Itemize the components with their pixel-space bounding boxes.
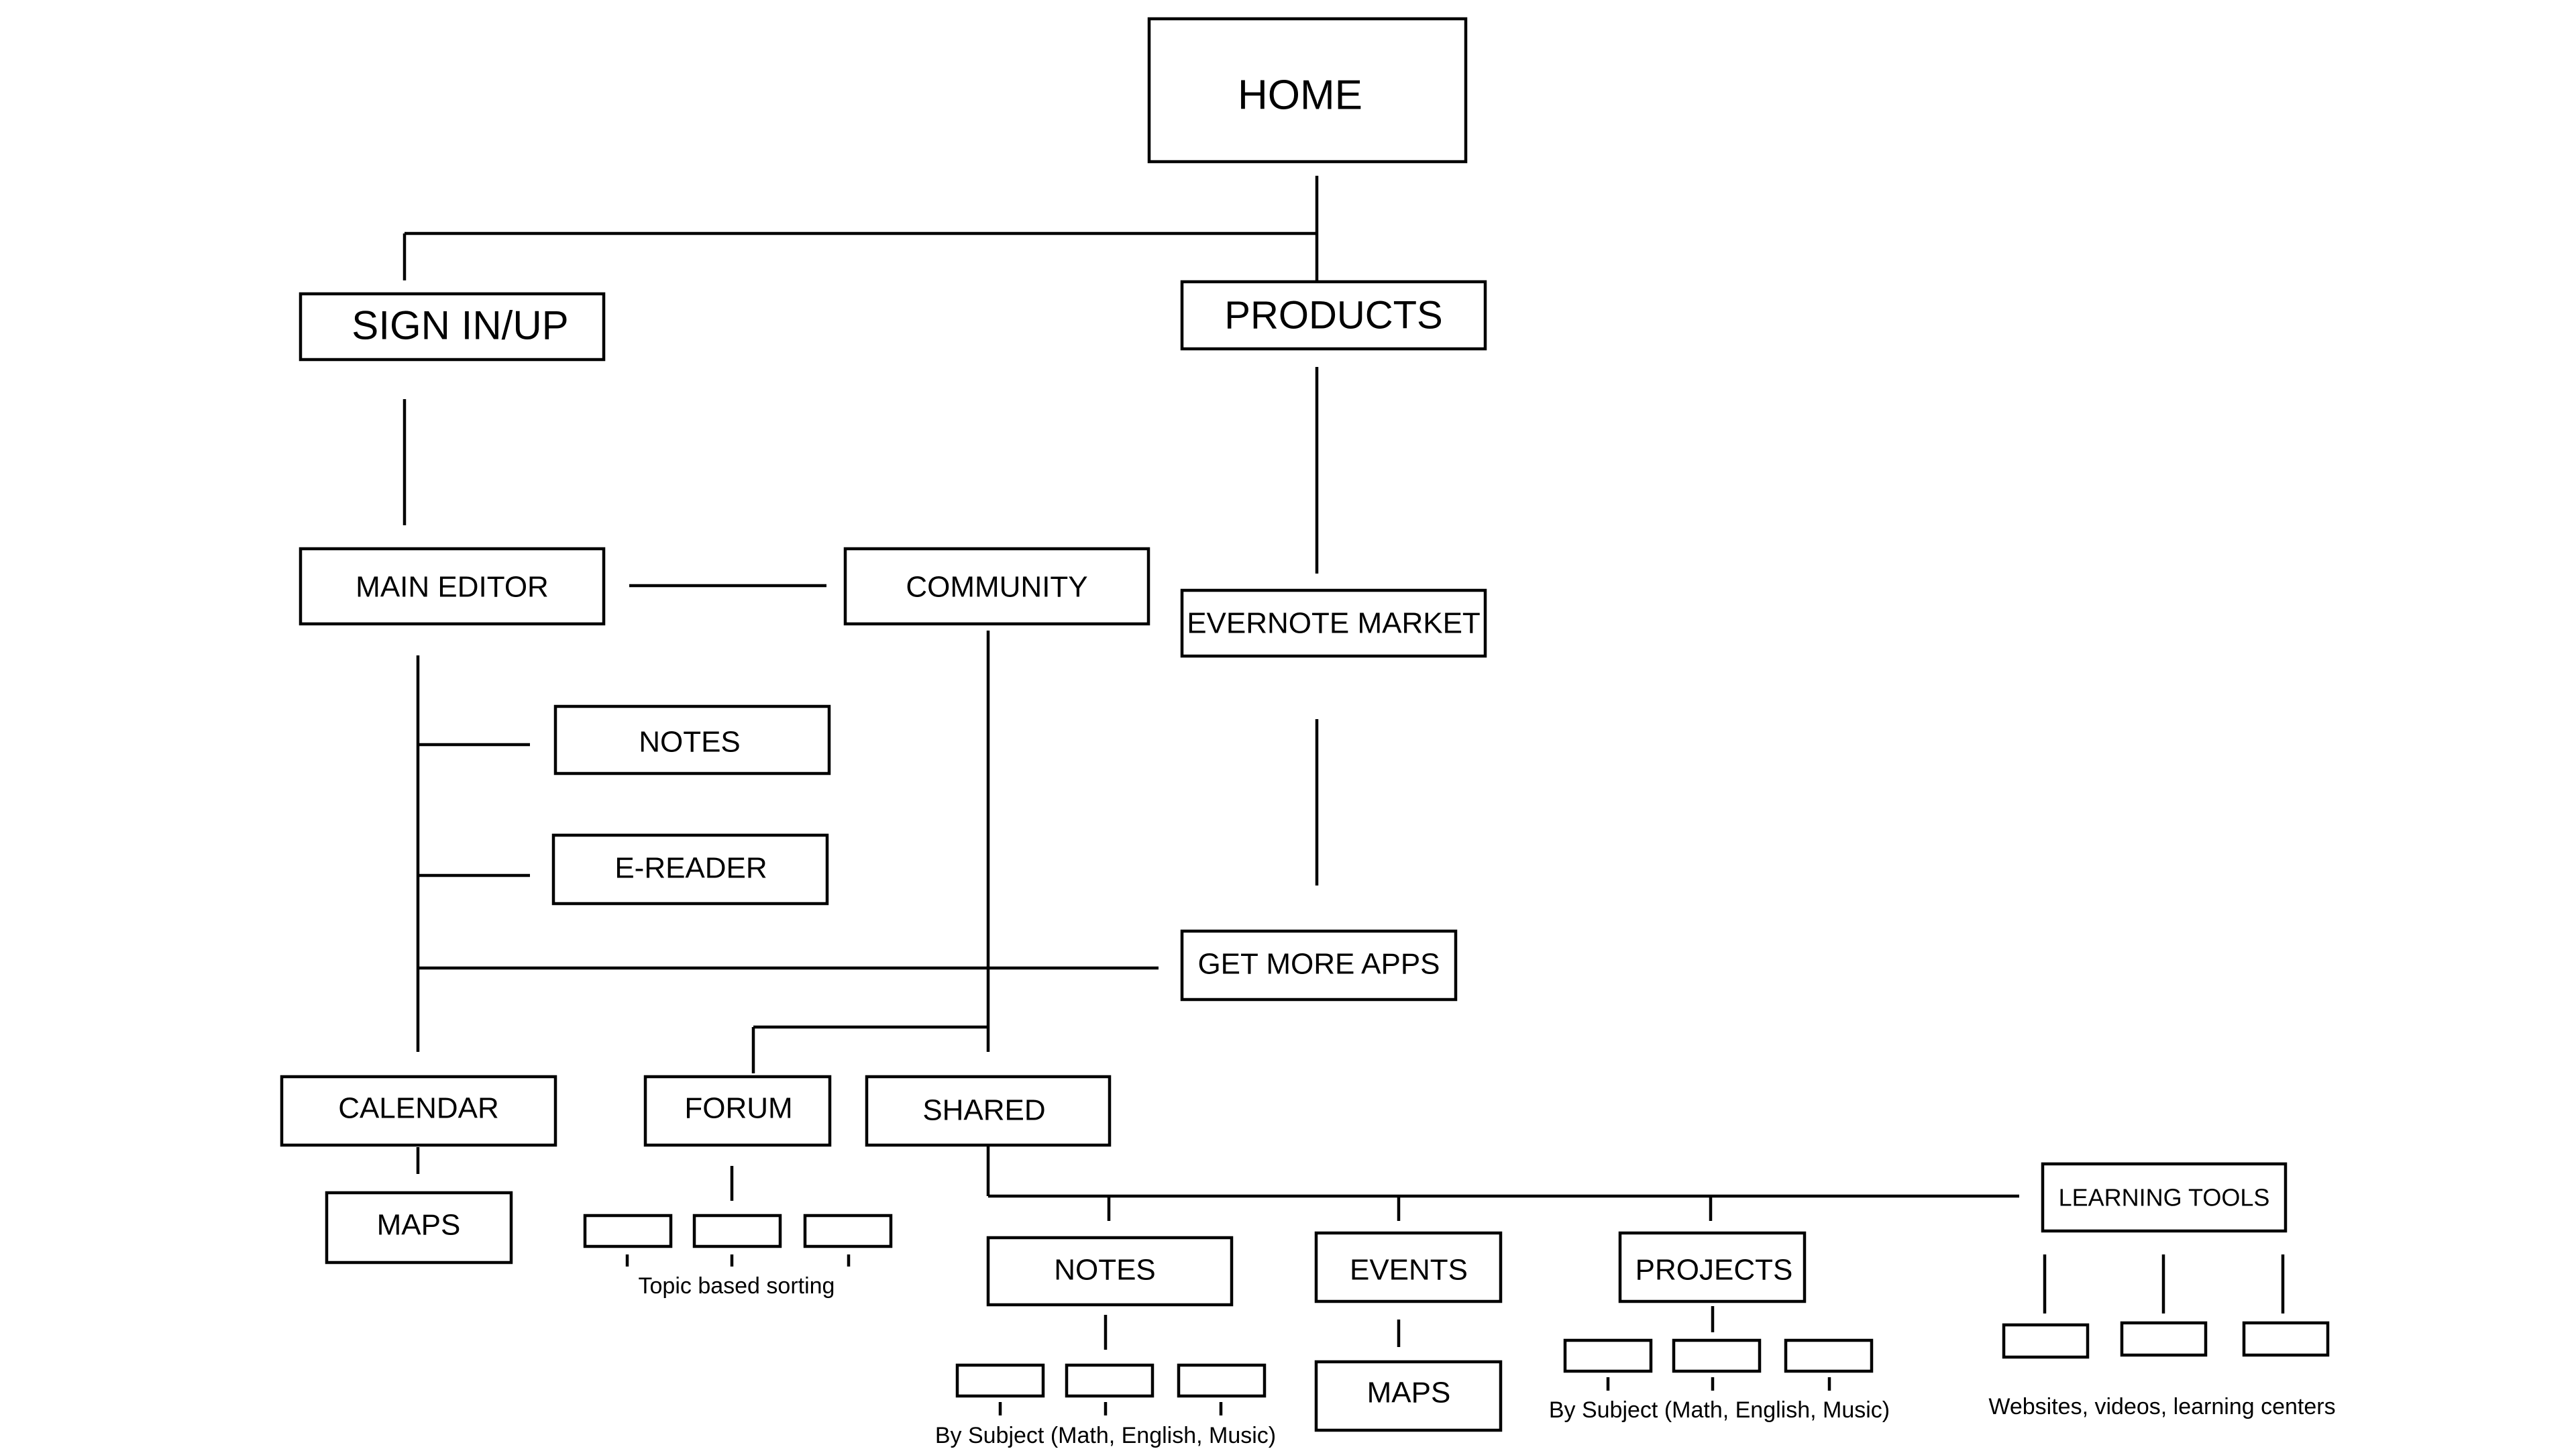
- notes-placeholder-boxes: [955, 1363, 1267, 1398]
- placeholder-box[interactable]: [692, 1214, 782, 1248]
- placeholder-box[interactable]: [2242, 1321, 2330, 1357]
- node-sign-in-up-label: SIGN IN/UP: [352, 303, 568, 348]
- node-events[interactable]: EVENTS: [1314, 1231, 1503, 1303]
- placeholder-box[interactable]: [803, 1214, 893, 1248]
- node-community-label: COMMUNITY: [906, 571, 1087, 604]
- placeholder-box[interactable]: [955, 1363, 1045, 1398]
- node-sign-in-up[interactable]: SIGN IN/UP: [299, 292, 606, 362]
- caption-learning-tools-types: Websites, videos, learning centers: [1988, 1394, 2335, 1419]
- node-shared[interactable]: SHARED: [865, 1075, 1112, 1147]
- node-shared-label: SHARED: [922, 1094, 1045, 1127]
- placeholder-box[interactable]: [1563, 1338, 1653, 1373]
- placeholder-box[interactable]: [2002, 1323, 2090, 1359]
- node-calendar[interactable]: CALENDAR: [280, 1075, 557, 1147]
- node-community[interactable]: COMMUNITY: [843, 547, 1150, 626]
- node-evernote-market[interactable]: EVERNOTE MARKET: [1180, 588, 1487, 658]
- placeholder-box[interactable]: [2120, 1321, 2208, 1357]
- caption-notes-by-subject: By Subject (Math, English, Music): [935, 1423, 1276, 1448]
- node-notes-shared[interactable]: NOTES: [986, 1236, 1234, 1307]
- placeholder-box[interactable]: [1065, 1363, 1155, 1398]
- node-learning-tools-label: LEARNING TOOLS: [2059, 1184, 2270, 1212]
- node-home-label: HOME: [1238, 72, 1362, 119]
- projects-placeholder-boxes: [1563, 1338, 1874, 1373]
- node-learning-tools[interactable]: LEARNING TOOLS: [2041, 1162, 2288, 1233]
- node-projects-label: PROJECTS: [1635, 1254, 1793, 1287]
- node-get-more-apps-label: GET MORE APPS: [1197, 948, 1440, 981]
- caption-forum-sorting: Topic based sorting: [639, 1273, 835, 1299]
- learning-tools-placeholder-boxes: [2002, 1321, 2330, 1359]
- node-notes-label: NOTES: [639, 726, 741, 759]
- node-home[interactable]: HOME: [1147, 17, 1468, 164]
- placeholder-box[interactable]: [1672, 1338, 1762, 1373]
- placeholder-box[interactable]: [1784, 1338, 1874, 1373]
- node-maps-events-label: MAPS: [1367, 1377, 1451, 1409]
- node-forum-label: FORUM: [684, 1092, 792, 1125]
- node-maps-calendar-label: MAPS: [377, 1209, 461, 1242]
- node-calendar-label: CALENDAR: [338, 1092, 499, 1125]
- connectors: [402, 176, 2285, 1415]
- node-projects[interactable]: PROJECTS: [1618, 1231, 1807, 1303]
- node-products[interactable]: PRODUCTS: [1180, 280, 1487, 351]
- node-main-editor-label: MAIN EDITOR: [356, 571, 549, 604]
- node-e-reader[interactable]: E-READER: [551, 833, 829, 906]
- forum-placeholder-boxes: [583, 1214, 893, 1248]
- node-evernote-market-label: EVERNOTE MARKET: [1187, 607, 1481, 640]
- node-e-reader-label: E-READER: [614, 852, 767, 885]
- node-notes-shared-label: NOTES: [1054, 1254, 1156, 1287]
- node-products-label: PRODUCTS: [1224, 294, 1442, 337]
- node-main-editor[interactable]: MAIN EDITOR: [299, 547, 606, 626]
- node-notes[interactable]: NOTES: [553, 704, 831, 775]
- node-get-more-apps[interactable]: GET MORE APPS: [1180, 929, 1458, 1002]
- node-maps-events[interactable]: MAPS: [1314, 1360, 1503, 1432]
- placeholder-box[interactable]: [583, 1214, 673, 1248]
- node-events-label: EVENTS: [1350, 1254, 1468, 1287]
- placeholder-box[interactable]: [1177, 1363, 1267, 1398]
- caption-projects-by-subject: By Subject (Math, English, Music): [1549, 1397, 1890, 1423]
- node-maps-calendar[interactable]: MAPS: [325, 1191, 513, 1265]
- node-forum[interactable]: FORUM: [643, 1075, 832, 1147]
